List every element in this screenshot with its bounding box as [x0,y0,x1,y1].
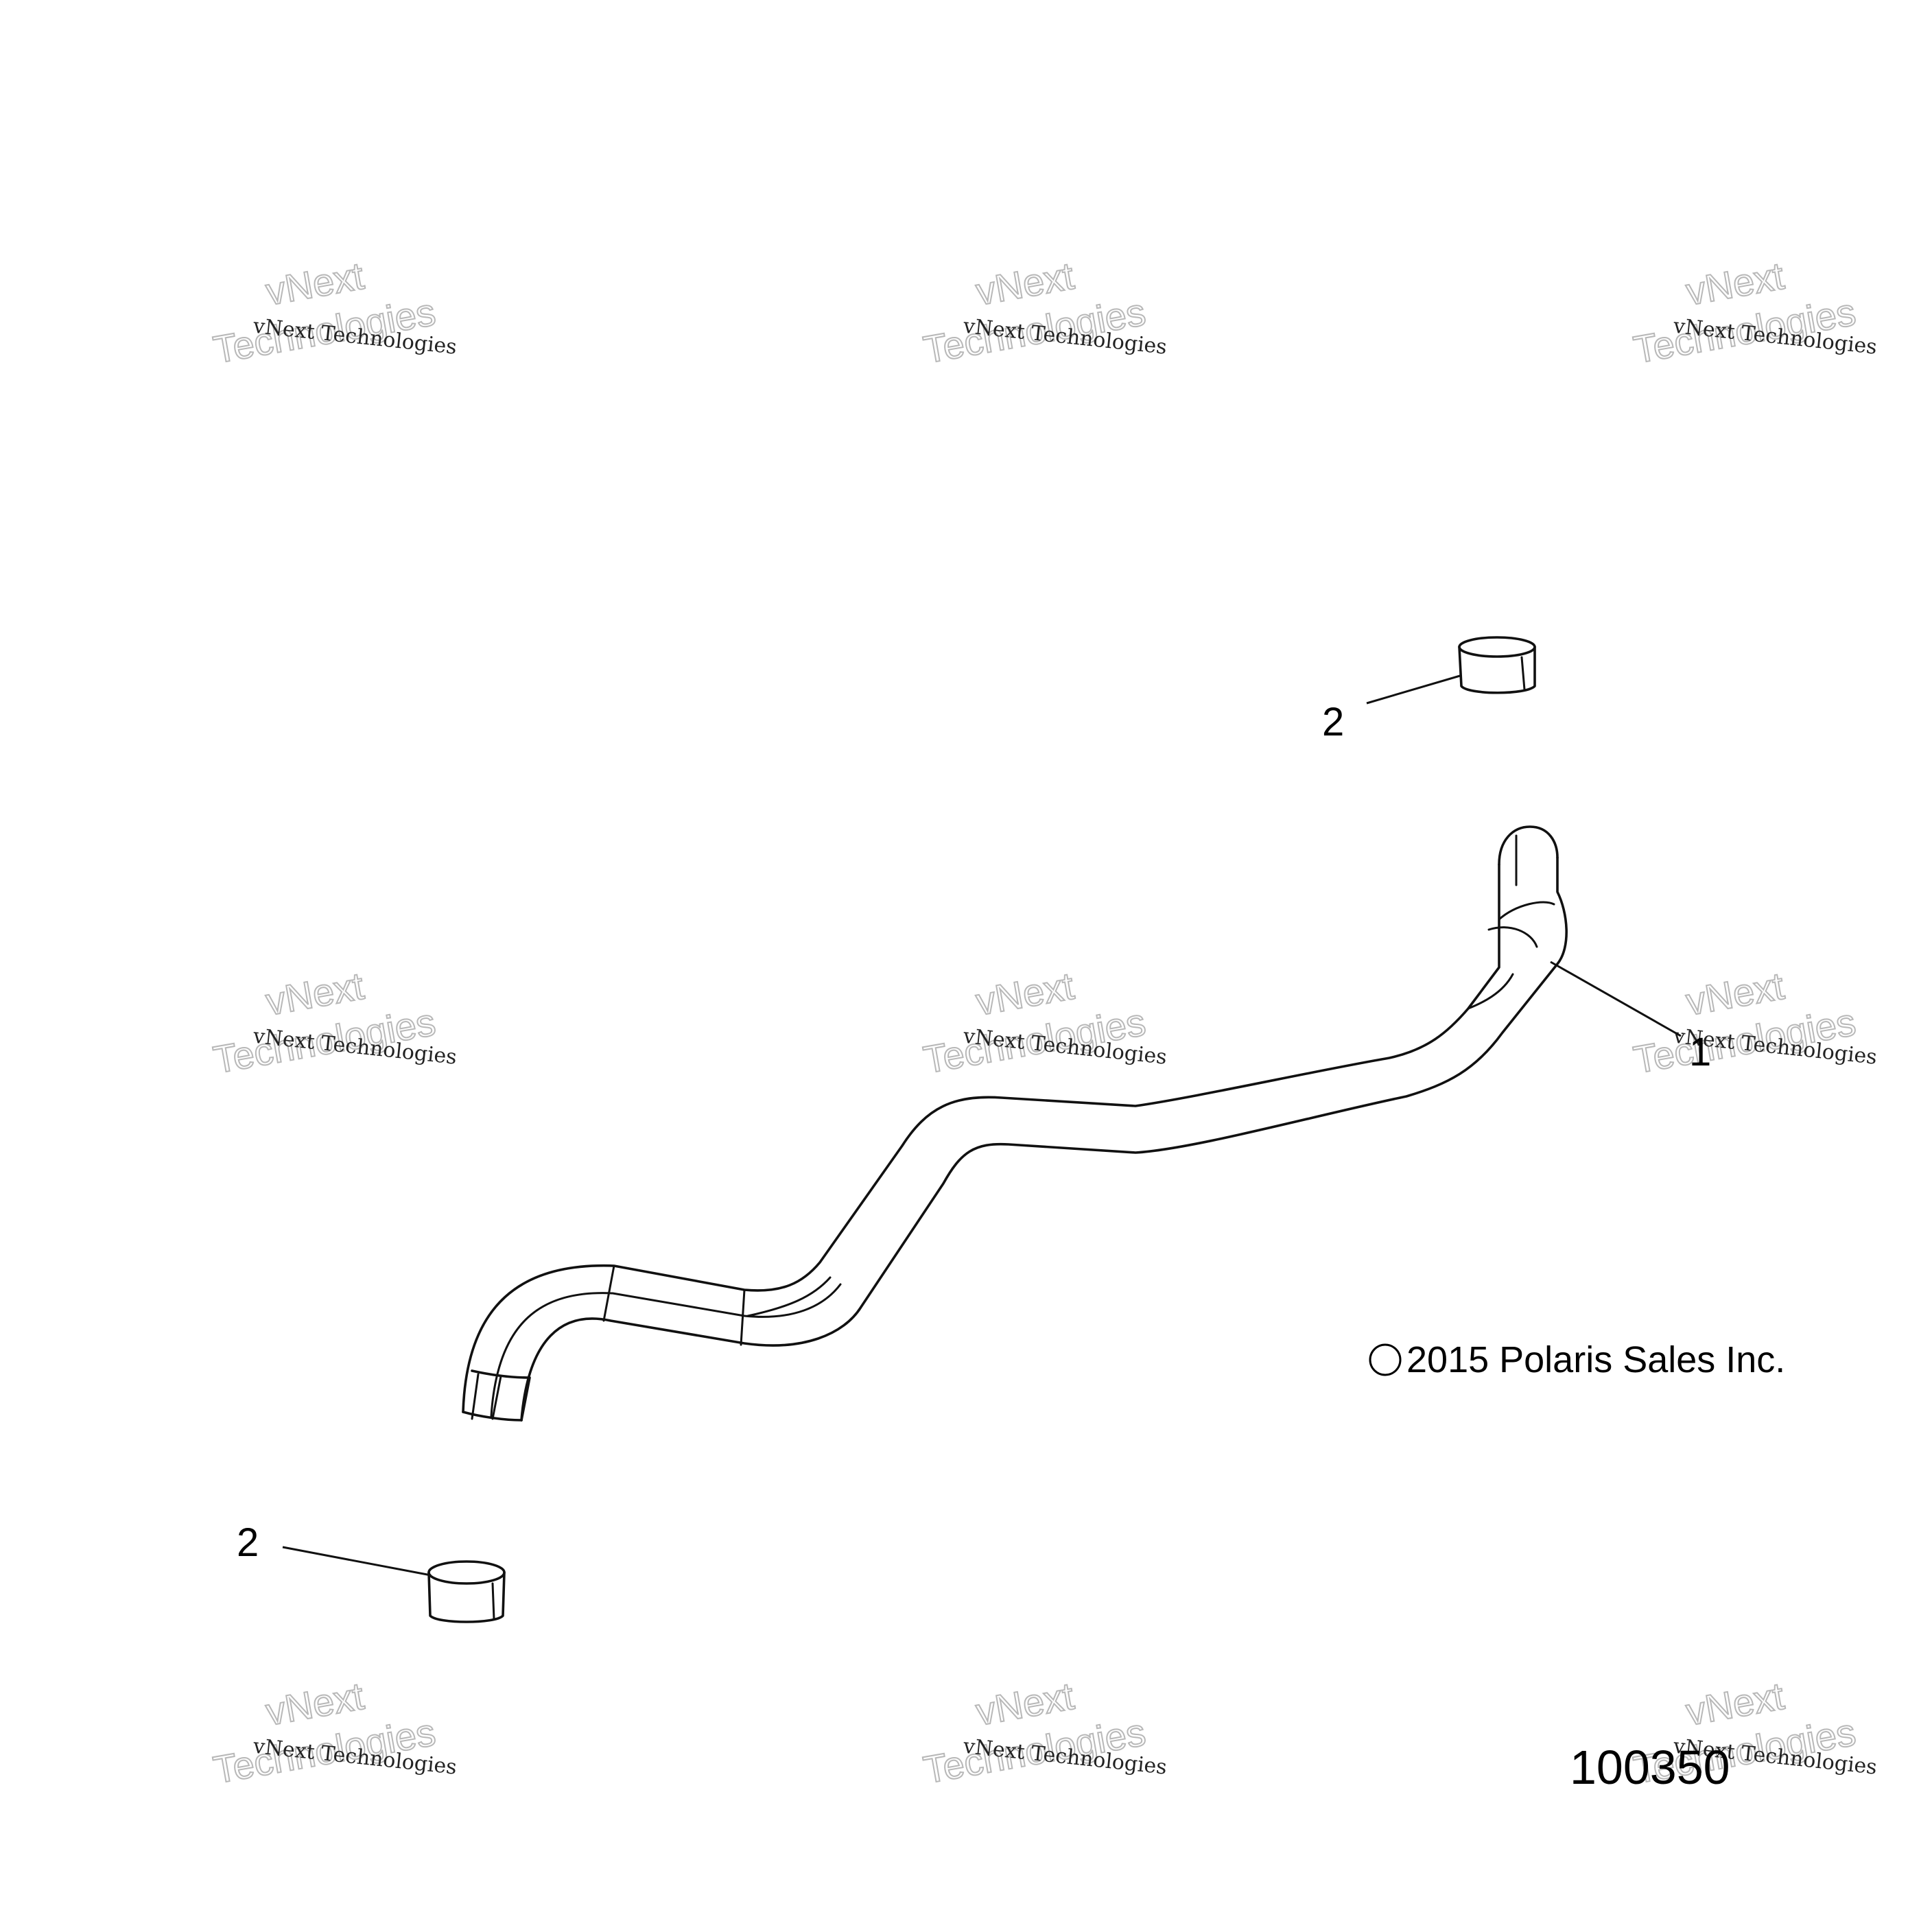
seam-upper-bend-2 [1498,901,1555,921]
clamp-top-part-2 [1458,636,1536,694]
hose-inner-wall [520,856,1568,1422]
copyright-text: 2015 Polaris Sales Inc. [1406,1339,1785,1380]
leader-clamp-top [1366,674,1461,705]
leader-hose [1550,961,1682,1037]
hose-lower-opening [471,1369,531,1422]
clamp-top-seam [1520,656,1526,691]
clamp-top-body [1458,646,1536,694]
seam-upper-bend [1467,973,1514,1010]
figure-number: 100350 [1570,1741,1730,1794]
clamp-bottom-rim [427,1560,506,1585]
hose-outer-wall [462,863,1500,1413]
copyright-symbol [1369,1343,1402,1376]
callout-clamp-bottom: 2 [237,1520,259,1565]
copyright-notice: © 2015 Polaris Sales Inc. [1369,1339,1785,1380]
clamp-top-rim [1458,636,1536,658]
clamp-bottom-part-2 [427,1560,506,1623]
seam-lower-bend-2 [491,1375,502,1420]
seam-lower-bend [471,1373,480,1420]
clamp-bottom-seam [491,1582,495,1621]
seam-upper-mid [1487,926,1538,948]
hose-upper-end [1498,825,1559,866]
clamp-bottom-body [427,1571,506,1623]
seam-straight-end [740,1288,746,1346]
seam-straight-start [602,1264,615,1322]
hose-part-1 [462,825,1568,1422]
hose-bend-ridge [746,1276,832,1317]
callout-hose: 1 [1689,1030,1711,1074]
callout-clamp-top: 2 [1322,700,1344,744]
hose-center-ridge [490,1283,842,1417]
leader-clamp-bottom [282,1546,432,1577]
